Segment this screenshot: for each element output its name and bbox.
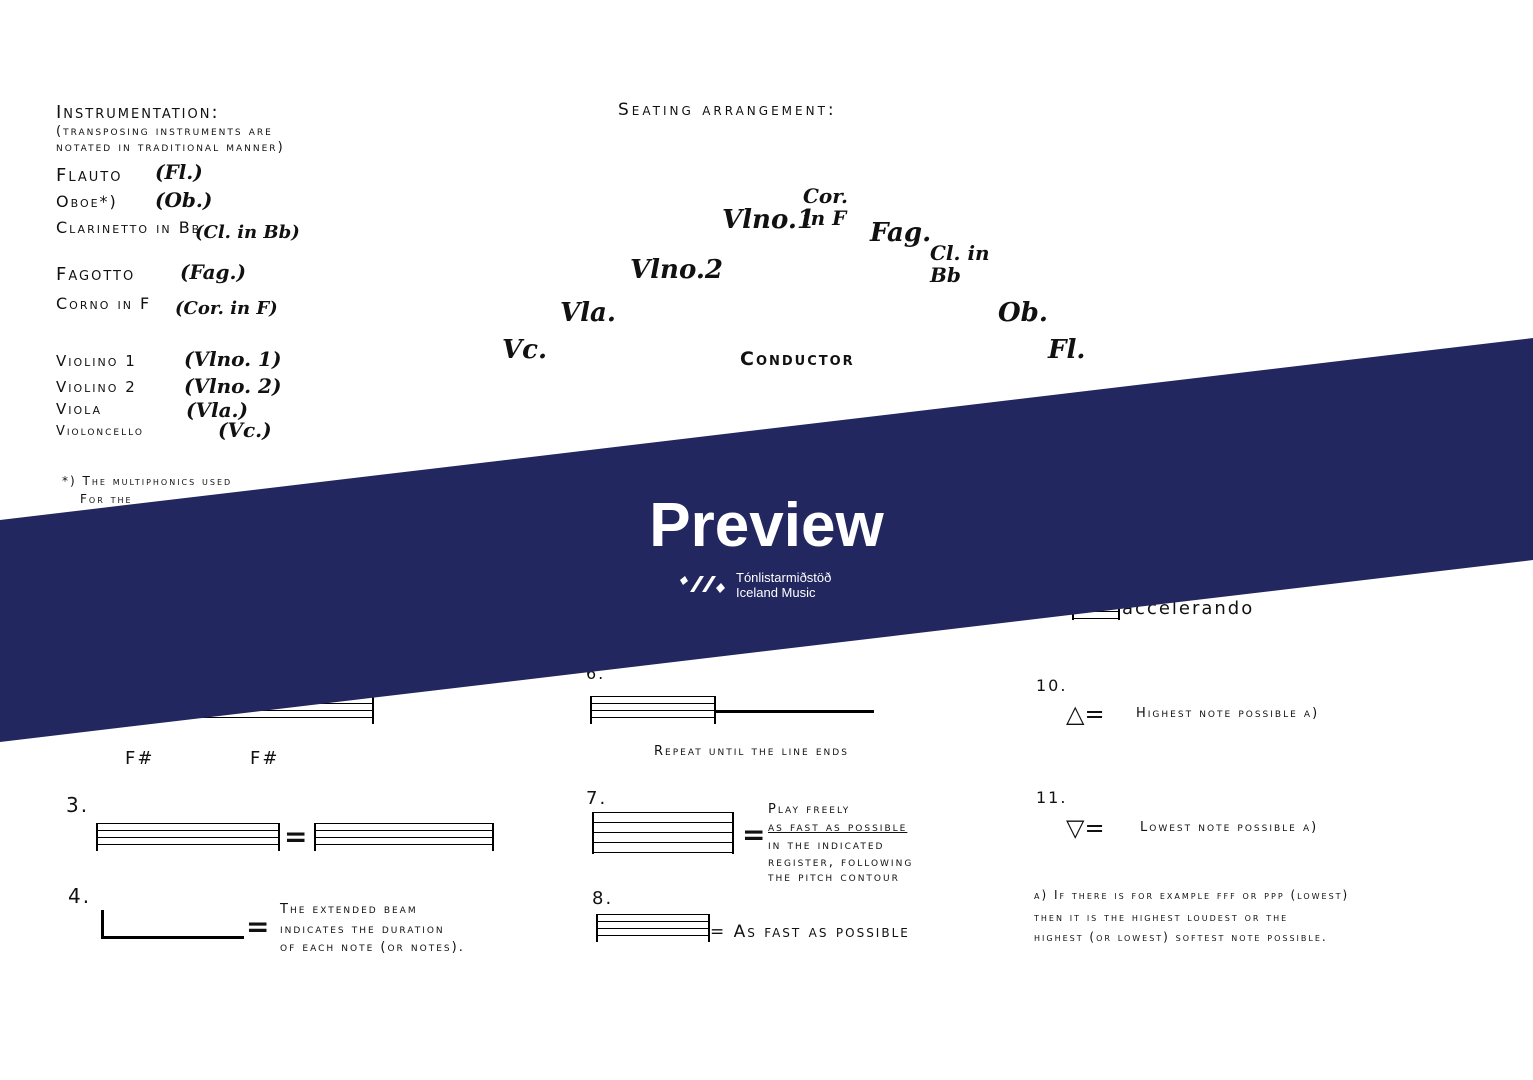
instrument-name: Violino 2 [56, 378, 137, 396]
item7-text: Play freely [768, 802, 851, 817]
triangle-down-icon: ▽= [1066, 814, 1105, 842]
instrument-abbr: (Fl.) [155, 160, 203, 184]
instrument-abbr: (Vla.) [186, 398, 248, 422]
instrument-abbr: (Vlno. 2) [184, 374, 282, 398]
staff-item3b [314, 823, 494, 851]
item-number: 4. [68, 884, 92, 908]
item-number: 7. [586, 788, 608, 809]
instrument-name: Corno in F [56, 294, 152, 313]
repeat-line [714, 710, 874, 713]
item4-text: indicates the duration [280, 922, 445, 937]
instrument-name: Viola [56, 400, 103, 418]
instrument-name: Clarinetto in Bb [56, 218, 202, 237]
item10-text: Highest note possible a) [1136, 706, 1320, 721]
legend-footnote: then it is the highest loudest or the [1034, 910, 1289, 924]
seat-vlno1: Vlno.1 [722, 205, 815, 235]
seat-fl: Fl. [1048, 335, 1086, 365]
instrument-name: Violino 1 [56, 352, 137, 370]
brand-name: Tónlistarmiðstöð Iceland Music [736, 570, 831, 600]
instrumentation-note: notated in traditional manner) [56, 140, 285, 155]
staff-item8 [596, 914, 710, 942]
instrument-abbr: (Vc.) [218, 418, 272, 442]
item4-text: The extended beam [280, 902, 418, 917]
item6-text: Repeat until the line ends [654, 744, 849, 759]
instrument-name: Flauto [56, 165, 123, 186]
seat-cor: Cor. in F [803, 184, 848, 230]
instrument-abbr: (Ob.) [155, 188, 213, 212]
item-number: 11. [1036, 788, 1068, 807]
staff-item7 [592, 812, 734, 854]
equals-sign: = [742, 818, 766, 851]
note-label: F# [250, 748, 280, 769]
seat-ob: Ob. [998, 298, 1048, 328]
instrument-abbr: (Fag.) [180, 260, 246, 284]
item-number: 10. [1036, 676, 1068, 695]
extended-beam [101, 910, 244, 939]
brand-line-2: Iceland Music [736, 585, 816, 600]
item7-text: the pitch contour [768, 870, 900, 885]
seat-cl: Cl. in Bb [930, 241, 990, 287]
iceland-music-logo-icon [678, 572, 728, 596]
legend-footnote: a) If there is for example fff or ppp (l… [1034, 888, 1350, 902]
legend-footnote: highest (or lowest) softest note possibl… [1034, 930, 1328, 944]
seat-vc: Vc. [502, 335, 548, 365]
footnote: *) The multiphonics used [62, 474, 233, 488]
instrumentation-note: (transposing instruments are [56, 124, 273, 139]
instrument-abbr: (Cl. in Bb) [195, 222, 300, 243]
triangle-up-icon: △= [1066, 700, 1105, 728]
note-label: F# [125, 748, 155, 769]
staff-item3a [96, 823, 280, 851]
item-number: 3. [66, 793, 90, 817]
staff-item6 [590, 696, 716, 724]
seat-vlno2: Vlno.2 [630, 255, 723, 285]
item7-text: in the indicated [768, 838, 885, 853]
brand-line-1: Tónlistarmiðstöð [736, 570, 832, 585]
item-number: 8. [592, 888, 614, 909]
item4-text: of each note (or notes). [280, 940, 465, 955]
instrument-name: Violoncello [56, 424, 144, 439]
footnote: For the [80, 492, 133, 506]
item7-text: as fast as possible [768, 820, 908, 835]
preview-title: Preview [649, 491, 884, 560]
instrumentation-title: Instrumentation: [56, 102, 220, 123]
item11-text: Lowest note possible a) [1140, 820, 1319, 835]
instrument-name: Oboe*) [56, 192, 118, 211]
seat-fag: Fag. [870, 218, 932, 248]
conductor-label: Conductor [740, 348, 855, 370]
seating-title: Seating arrangement: [618, 100, 837, 120]
equals-sign: = [284, 820, 308, 853]
instrument-abbr: (Vlno. 1) [184, 347, 282, 371]
seat-vla: Vla. [560, 298, 616, 328]
item7-text: register, following [768, 855, 914, 870]
item8-text: = As fast as possible [710, 922, 910, 942]
instrument-abbr: (Cor. in F) [175, 298, 278, 319]
equals-sign: = [246, 910, 270, 943]
instrument-name: Fagotto [56, 264, 136, 285]
